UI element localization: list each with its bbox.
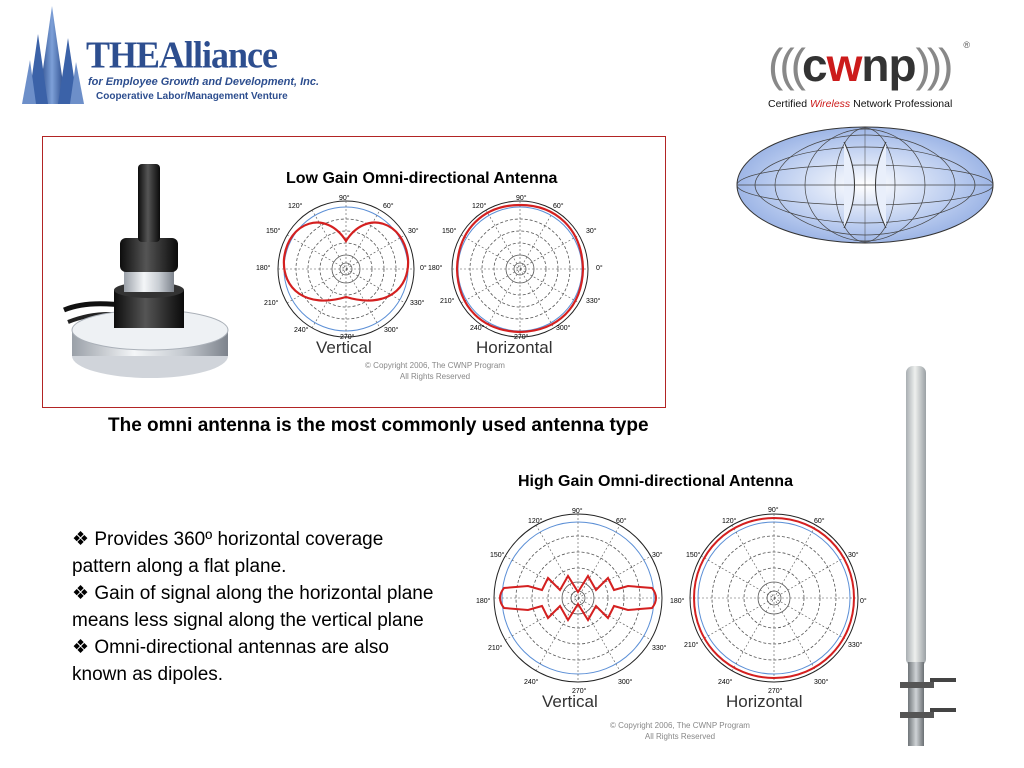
lh-0: 0° — [596, 265, 603, 272]
cwnp-tagline: Certified Wireless Network Professional — [768, 98, 953, 110]
hh-300: 300° — [814, 679, 829, 686]
hh-270: 270° — [768, 688, 783, 695]
lh-180: 180° — [428, 265, 443, 272]
hv-270: 270° — [572, 688, 587, 695]
hv-180: 180° — [476, 598, 491, 605]
lv-330: 330° — [410, 300, 425, 307]
hv-210: 210° — [488, 645, 503, 652]
lh-300: 300° — [556, 325, 571, 332]
alliance-subtitle: for Employee Growth and Development, Inc… — [88, 76, 320, 88]
lh-90: 90° — [516, 195, 527, 202]
hv-240: 240° — [524, 679, 539, 686]
hv-330: 330° — [652, 645, 667, 652]
cwnp-logo: (((cwnp))) ® Certified Wireless Network … — [764, 36, 974, 116]
alliance-wordmark: THEAlliance — [86, 34, 278, 76]
bullet-list: ❖ Provides 360º horizontal coverage patt… — [72, 526, 442, 688]
low-gain-vertical-label: Vertical — [316, 338, 372, 357]
hh-330: 330° — [848, 642, 863, 649]
lv-240: 240° — [294, 327, 309, 334]
lh-330: 330° — [586, 298, 601, 305]
hh-150: 150° — [686, 552, 701, 559]
bullet-item: ❖ Omni-directional antennas are also kno… — [72, 637, 389, 685]
lv-90: 90° — [339, 195, 350, 202]
main-caption: The omni antenna is the most commonly us… — [108, 415, 649, 436]
hh-120: 120° — [722, 518, 737, 525]
registered-mark: ® — [963, 40, 970, 50]
hv-60: 60° — [616, 518, 627, 525]
hh-90: 90° — [768, 507, 779, 514]
hv-120: 120° — [528, 518, 543, 525]
low-gain-horizontal-label: Horizontal — [476, 338, 553, 357]
lh-120: 120° — [472, 203, 487, 210]
hh-180: 180° — [670, 598, 685, 605]
hh-30: 30° — [848, 552, 859, 559]
lv-0: 0° — [420, 265, 427, 272]
torus-radiation-pattern — [736, 126, 994, 244]
alliance-tagline: Cooperative Labor/Management Venture — [96, 91, 288, 102]
high-gain-horizontal-polar-plot — [689, 513, 859, 683]
lv-30: 30° — [408, 228, 419, 235]
magnetic-mount-antenna-image — [63, 164, 229, 378]
alliance-tower-icon — [22, 6, 84, 104]
lh-240: 240° — [470, 325, 485, 332]
lv-210: 210° — [264, 300, 279, 307]
cwnp-wordmark: (((cwnp))) — [768, 39, 954, 91]
high-gain-vertical-polar-plot — [493, 513, 663, 683]
lh-210: 210° — [440, 298, 455, 305]
lv-120: 120° — [288, 203, 303, 210]
lv-270: 270° — [340, 334, 355, 341]
bullet-item: ❖ Provides 360º horizontal coverage patt… — [72, 529, 384, 577]
high-gain-horizontal-label: Horizontal — [726, 692, 803, 711]
lh-150: 150° — [442, 228, 457, 235]
hv-300: 300° — [618, 679, 633, 686]
lh-30: 30° — [586, 228, 597, 235]
bullet-item: ❖ Gain of signal along the horizontal pl… — [72, 583, 434, 631]
low-gain-copyright: © Copyright 2006, The CWNP Program All R… — [365, 361, 505, 381]
hv-30: 30° — [652, 552, 663, 559]
low-gain-vertical-polar-plot — [277, 200, 415, 338]
hh-0: 0° — [860, 598, 867, 605]
lv-300: 300° — [384, 327, 399, 334]
fiberglass-omni-antenna-image — [900, 366, 956, 746]
lh-60: 60° — [553, 203, 564, 210]
hh-60: 60° — [814, 518, 825, 525]
high-gain-copyright: © Copyright 2006, The CWNP Program All R… — [610, 721, 750, 741]
hv-90: 90° — [572, 508, 583, 515]
hv-150: 150° — [490, 552, 505, 559]
lh-270: 270° — [514, 334, 529, 341]
high-gain-vertical-label: Vertical — [542, 692, 598, 711]
lv-60: 60° — [383, 203, 394, 210]
hh-240: 240° — [718, 679, 733, 686]
lv-150: 150° — [266, 228, 281, 235]
high-gain-title: High Gain Omni-directional Antenna — [518, 473, 793, 490]
hh-210: 210° — [684, 642, 699, 649]
low-gain-title: Low Gain Omni-directional Antenna — [286, 170, 558, 187]
lv-180: 180° — [256, 265, 271, 272]
low-gain-horizontal-polar-plot — [451, 200, 589, 338]
alliance-logo: THEAlliance for Employee Growth and Deve… — [22, 4, 319, 108]
